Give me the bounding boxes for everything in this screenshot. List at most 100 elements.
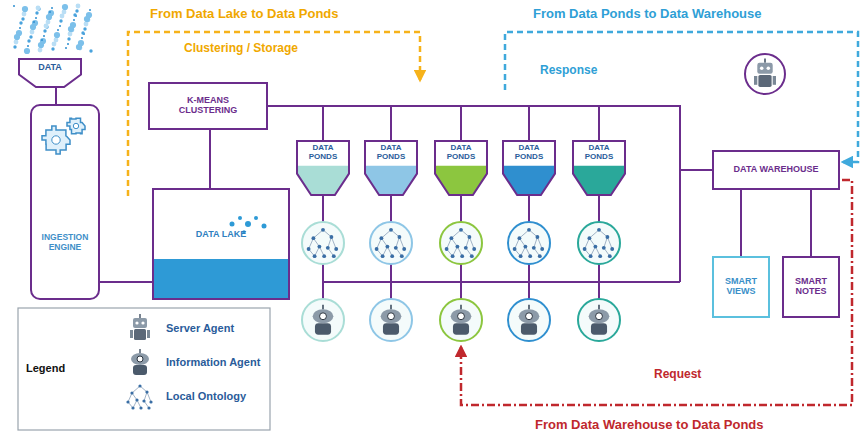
ontology-dot [332,254,336,258]
connector [268,106,391,140]
ontology-dot [535,235,539,239]
robot-arm [147,330,150,338]
agent-circle [440,299,482,341]
ontology-dot [467,235,471,239]
ontology-dot [597,228,601,232]
agent-antenna [390,305,392,310]
clustering-box: K-MEANS CLUSTERING [148,82,268,130]
column-line [322,264,324,299]
agent-head [381,309,402,323]
ontology-circle [508,222,550,264]
ontology-dot [602,246,606,250]
funnel-outline [435,141,487,195]
agent-head [131,353,149,365]
data-dot [22,12,27,17]
ontology-dot [326,246,330,250]
gear-symbol [42,126,70,154]
legend-entry: Server Agent [166,322,234,335]
flow-label: Clustering / Storage [184,42,298,56]
data-dot [19,27,21,29]
data-dot [30,30,35,35]
data-dot [27,45,29,47]
data-dot [75,9,78,12]
connector [55,88,57,104]
data-dot [13,45,16,48]
data-funnel: DATA [18,58,82,88]
data-pond: DATA PONDS [572,140,626,196]
node-label: DATA [38,63,62,73]
node-label: DATA PONDS [581,144,617,162]
agent-head [519,309,540,323]
robot-eye [135,321,138,324]
ontology-dot [455,245,459,249]
ontology-dot [311,236,315,240]
column-line [322,196,324,222]
column-line [528,196,530,222]
data-dot [36,6,41,11]
node-label: DATA PONDS [373,144,409,162]
ontology-dot [385,245,389,249]
ontology-link [607,237,612,249]
agent-head [589,309,610,323]
funnel-outline [297,141,349,195]
data-dot [43,29,46,32]
ontology-dot [528,254,532,258]
ontology-dot [317,245,321,249]
ontology-dot [149,400,152,403]
data-dot [24,48,30,54]
ontology-link [537,237,542,249]
data-dot [76,4,81,9]
node-label: DATA PONDS [443,144,479,162]
data-dot [30,24,36,30]
data-dot [29,35,32,38]
data-dot [52,42,57,47]
ontology-dot [470,254,474,258]
data-pond: DATA PONDS [296,140,350,196]
data-dot [33,21,35,23]
data-dot [81,31,84,34]
ontology-link [331,237,336,249]
ontology-dot [394,246,398,250]
connector [268,106,599,140]
ontology-dot [587,236,591,240]
ontology-dot [138,384,141,387]
data-dot [89,49,92,52]
connector [209,130,211,188]
ontology-dot [145,390,148,393]
legend-entry: Local Ontology [166,390,246,403]
data-dot [51,7,53,9]
funnel-outline [503,141,555,195]
agent-body [383,323,399,335]
column-line [460,264,462,299]
node-label: K-MEANS CLUSTERING [163,96,253,116]
agent-eye [526,313,533,320]
data-dot [76,44,82,50]
ontology-dot [519,254,523,258]
ontology-dot [513,247,517,251]
data-dot [59,19,62,22]
ontology-dot [397,235,401,239]
robot-antenna [764,58,766,62]
robot-head [133,318,147,328]
flow-title: From Data Warehouse to Data Ponds [535,418,764,433]
ontology-dot [593,245,597,249]
flow-label: Response [540,64,597,78]
funnel-fill [19,59,81,87]
ontology-dot [379,236,383,240]
data-dot [49,11,51,13]
connector [810,190,812,256]
flow-arrow [128,32,420,196]
gear-hub [73,123,78,128]
data-dot [21,17,24,20]
pond-water [297,166,349,195]
ontology-circle [302,222,344,264]
funnel-outline [19,59,81,87]
agent-head [313,309,334,323]
column-line [598,264,600,299]
robot-eye [760,67,764,71]
data-dot [83,27,86,30]
ontology-dot [390,254,394,258]
robot-arm [773,76,776,85]
connector [740,190,742,256]
